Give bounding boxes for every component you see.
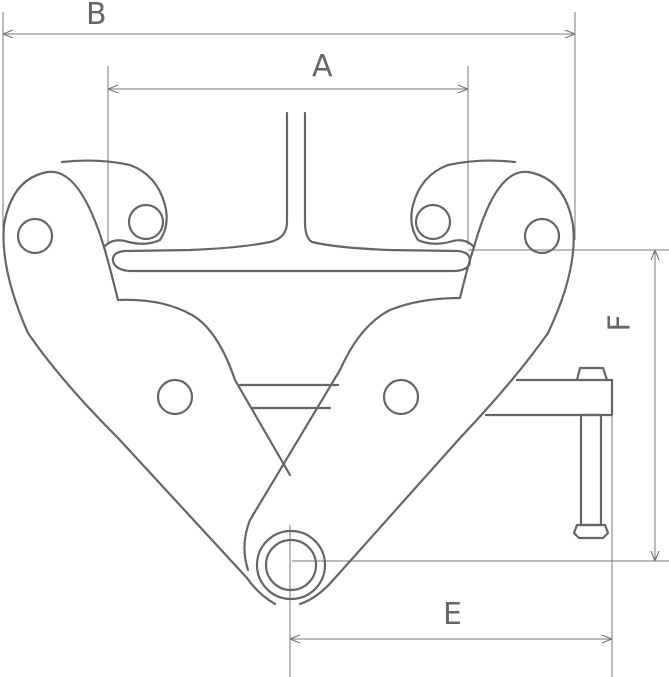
left-jaw-plate	[2, 159, 292, 606]
dimension-label-b: B	[86, 0, 107, 32]
dimension-a-lines	[107, 66, 469, 245]
dimension-label-e: E	[443, 597, 462, 632]
right-jaw-plate	[243, 159, 575, 606]
hole-jaw-right	[414, 203, 452, 241]
cross-link-bar	[238, 383, 340, 410]
dimension-e-lines	[289, 415, 613, 677]
pivot-pin	[255, 529, 327, 601]
hole-upper-left	[16, 217, 54, 255]
dimension-label-a: A	[312, 49, 333, 84]
dimension-f-lines	[292, 249, 669, 562]
hole-jaw-left	[127, 203, 165, 241]
pin-holes	[16, 203, 561, 416]
tightening-screw	[484, 366, 614, 540]
hole-middle-left	[156, 378, 194, 416]
dimension-label-f: F	[602, 314, 638, 332]
dimension-b-lines	[2, 12, 576, 240]
i-beam-section	[111, 111, 472, 273]
hole-upper-right	[523, 217, 561, 255]
hole-middle-right	[382, 378, 420, 416]
